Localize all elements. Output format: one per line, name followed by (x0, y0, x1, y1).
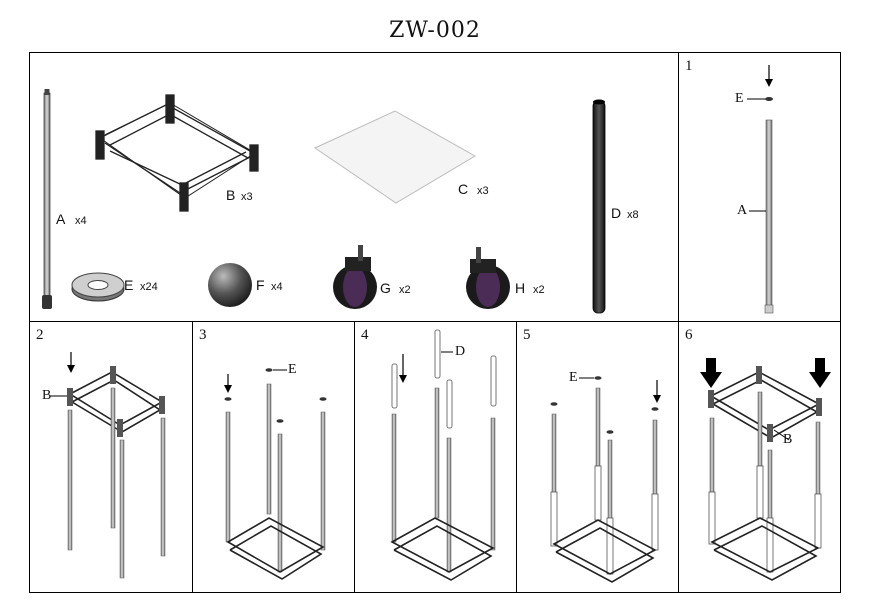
step-6-drawing (700, 358, 831, 581)
part-b-qty: x3 (241, 191, 253, 203)
part-g-label: G (380, 280, 391, 296)
step-3-panel: 3 E (192, 321, 355, 593)
pole-a-drawing (42, 89, 52, 309)
step-4-panel: 4 D (354, 321, 517, 593)
step-1-label-e: E (735, 91, 744, 106)
part-d-qty: x8 (627, 209, 639, 221)
part-a-label: A (56, 211, 66, 227)
step-3-label-e: E (288, 362, 297, 377)
part-f-qty: x4 (271, 281, 283, 293)
parts-panel: A x4 B x3 C x3 D x8 E x24 F x4 G x2 H x2 (29, 52, 679, 322)
washer-e-drawing (71, 272, 125, 302)
step-3-drawing (224, 368, 327, 580)
step-number: 6 (685, 327, 693, 343)
step-1-panel: 1 E A (678, 52, 841, 322)
step-number: 5 (523, 327, 531, 343)
caster-g-drawing (333, 245, 377, 309)
part-b-label: B (226, 187, 236, 203)
step-number: 2 (36, 327, 44, 343)
step-1-label-a: A (737, 203, 748, 218)
step-2-label-b: B (42, 388, 52, 403)
step-1-drawing (747, 65, 774, 314)
step-5-panel: 5 E (516, 321, 679, 593)
caster-h-drawing (466, 247, 510, 309)
part-c-qty: x3 (477, 185, 489, 197)
frame-b-drawing (95, 94, 259, 212)
document-title: ZW-002 (389, 18, 481, 43)
step-4-drawing (390, 329, 497, 581)
part-e-qty: x24 (140, 281, 158, 293)
part-g-qty: x2 (399, 284, 411, 296)
step-2-panel: 2 B (29, 321, 193, 593)
step-5-drawing (550, 376, 661, 583)
step-2-drawing (50, 352, 166, 579)
step-6-label-b: B (783, 432, 793, 447)
step-number: 3 (199, 327, 207, 343)
ball-f-drawing (208, 263, 252, 307)
part-f-label: F (256, 277, 265, 293)
step-number: 4 (361, 327, 369, 343)
step-number: 1 (685, 58, 693, 74)
pole-d-drawing (592, 99, 606, 314)
step-6-panel: 6 B (678, 321, 841, 593)
part-e-label: E (124, 277, 134, 293)
part-h-qty: x2 (533, 284, 545, 296)
step-5-label-e: E (569, 370, 578, 385)
part-h-label: H (515, 280, 526, 296)
part-c-label: C (458, 181, 469, 197)
step-4-label-d: D (455, 344, 466, 359)
part-d-label: D (611, 205, 622, 221)
part-a-qty: x4 (75, 215, 87, 227)
shelf-c-drawing (313, 110, 476, 204)
parts-illustration (42, 89, 606, 314)
